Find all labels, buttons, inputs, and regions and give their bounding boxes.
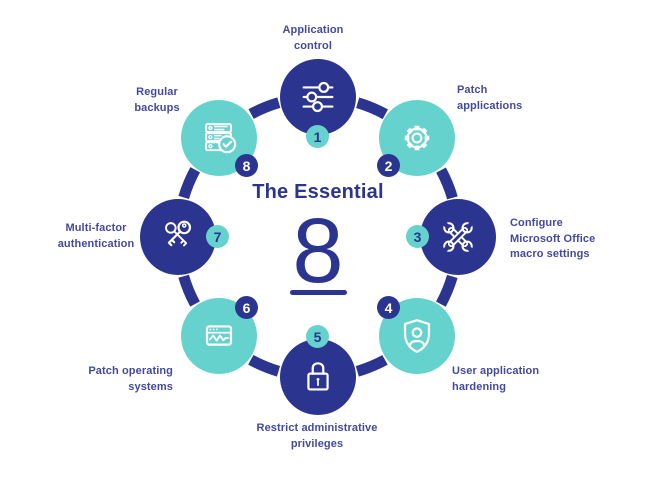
keys-icon: [165, 220, 192, 247]
step-badge-3: 3: [406, 225, 429, 248]
sliders-icon: [302, 81, 334, 113]
step-number: 4: [384, 299, 393, 316]
label-line: control: [294, 39, 332, 52]
node-application-control: [280, 59, 356, 135]
crossed-wrenches-icon: [443, 222, 473, 252]
step-number: 6: [242, 299, 251, 316]
backup-check-icon: [205, 123, 237, 154]
step-badge-2: 2: [377, 154, 400, 177]
label-line: Restrict administrative: [256, 422, 378, 434]
label-line: Microsoft Office: [510, 232, 596, 245]
label-restrict-admin-privileges: Restrict administrative privileges: [237, 421, 397, 452]
step-number: 8: [242, 157, 251, 174]
step-number: 5: [313, 328, 322, 345]
diagram-title: The Essential: [252, 181, 384, 203]
padlock-icon: [307, 362, 329, 391]
label-application-control: Application control: [238, 23, 388, 54]
step-badge-4: 4: [377, 296, 400, 319]
step-number: 7: [213, 228, 222, 245]
step-badge-1: 1: [306, 125, 329, 148]
step-badge-6: 6: [235, 296, 258, 319]
label-line: Patch: [457, 84, 488, 96]
label-line: systems: [128, 380, 173, 393]
node-office-macro-settings: [420, 199, 496, 275]
label-line: Application: [282, 24, 344, 36]
label-patch-operating-systems: Patch operating systems: [63, 364, 173, 395]
label-line: applications: [457, 99, 523, 112]
label-line: Patch operating: [88, 365, 173, 377]
label-patch-applications: Patch applications: [457, 83, 522, 114]
step-badge-8: 8: [235, 154, 258, 177]
big-eight-number: 8: [292, 200, 344, 302]
step-number: 1: [313, 128, 322, 145]
label-user-application-hardening: User application hardening: [452, 364, 539, 395]
label-regular-backups: Regular backups: [97, 85, 217, 116]
title-underline: [290, 290, 347, 295]
label-line: Multi-factor: [65, 222, 127, 234]
label-office-macro-settings: Configure Microsoft Office macro setting…: [510, 216, 595, 263]
label-line: backups: [134, 101, 180, 114]
label-line: User application: [452, 365, 540, 377]
label-line: macro settings: [510, 248, 590, 260]
shield-user-icon: [403, 319, 431, 353]
label-multi-factor-authentication: Multi-factor authentication: [26, 221, 166, 252]
label-line: authentication: [57, 237, 135, 250]
label-line: hardening: [452, 380, 507, 393]
node-multi-factor-authentication: [140, 199, 216, 275]
step-number: 3: [413, 228, 422, 245]
node-restrict-admin-privileges: [280, 339, 356, 415]
step-badge-7: 7: [206, 225, 229, 248]
label-line: privileges: [290, 437, 344, 450]
label-line: Configure: [510, 217, 563, 229]
label-line: Regular: [136, 86, 178, 98]
step-number: 2: [384, 157, 393, 174]
step-badge-5: 5: [306, 325, 329, 348]
window-pulse-icon: [205, 325, 233, 346]
gear-icon: [404, 125, 430, 151]
